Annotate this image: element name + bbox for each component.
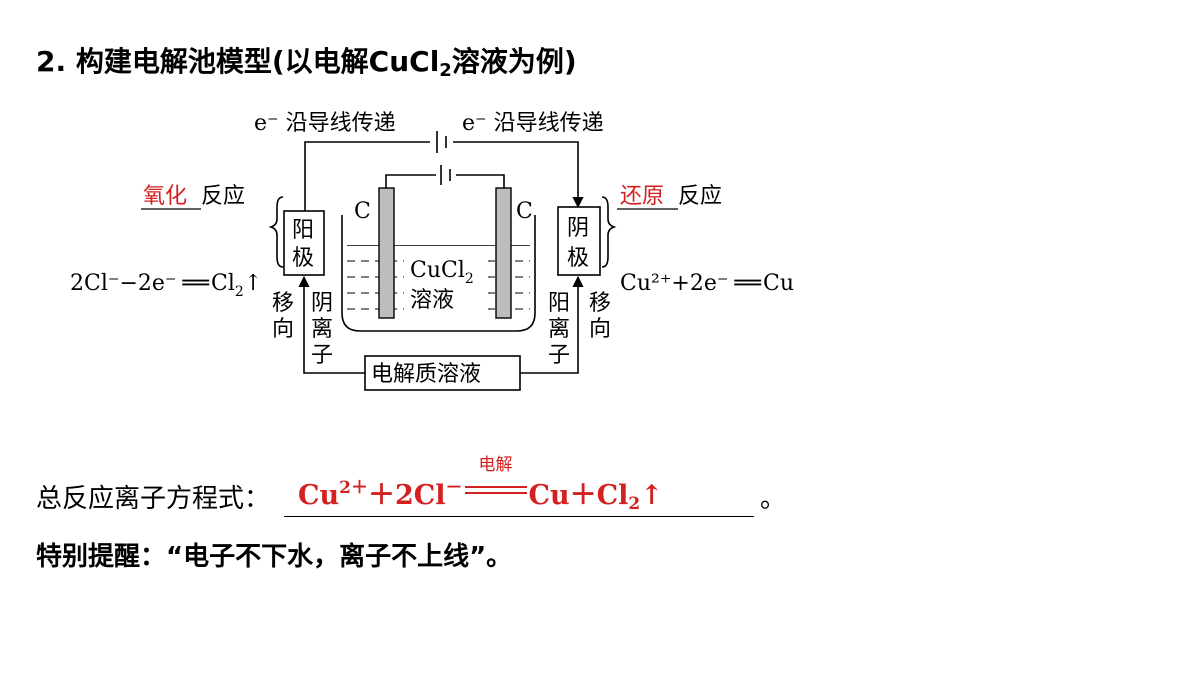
cation-flow-line [520,275,584,374]
title-subscript: 2 [439,60,452,81]
outer-wire-right [453,141,584,209]
cathode-box-char-1: 阴 [567,216,589,241]
migrate-left-char-1: 移 [272,291,294,316]
cation-label-char-3: 子 [548,343,570,368]
anode-box-char-2: 极 [292,246,314,271]
anion-flow-line [298,275,365,374]
anion-label-char-2: 离 [311,317,333,342]
cathode-reaction-type-suffix: 反应 [678,184,722,209]
cathode-reaction-type-answer: 还原 [620,184,664,209]
anion-label-char-3: 子 [311,343,333,368]
electrolysis-diagram: e⁻ 沿导线传递 e⁻ 沿导线传递 CuCl2 溶液 C C 阳 极 阴 极 氧… [70,111,794,391]
cathode-electrode-label: C [516,199,533,224]
page-title: 2. 构建电解池模型(以电解CuCl2溶液为例) [36,45,577,81]
anode-equation: 2Cl⁻−2e⁻══Cl2↑ [70,271,262,300]
migrate-right-char-2: 向 [589,317,611,342]
electron-flow-right-label: e⁻ 沿导线传递 [462,111,604,136]
cation-label-char-1: 阳 [548,291,570,316]
outer-wire-left [304,141,430,211]
beaker [341,215,536,332]
anode-box-char-1: 阳 [292,218,314,243]
reaction-condition-label: 电解 [478,455,513,475]
left-brace [268,196,284,268]
cathode-equation: Cu²⁺+2e⁻══Cu [620,271,794,296]
anion-label-char-1: 阴 [311,291,333,316]
electron-flow-left-label: e⁻ 沿导线传递 [254,111,396,136]
cathode-box [557,206,601,276]
cation-label-char-2: 离 [548,317,570,342]
solution-label-background [404,257,488,315]
anode-electrode [378,187,395,319]
solution-formula: CuCl2 [410,258,474,287]
anode-reaction-type-suffix: 反应 [201,184,245,209]
electrolyte-box-label: 电解质溶液 [371,362,481,387]
inner-wire [385,174,505,188]
migrate-left-char-2: 向 [272,317,294,342]
cathode-box-char-2: 极 [567,246,589,271]
solution-name: 溶液 [410,288,454,313]
right-brace [601,196,617,268]
cathode-electrode [495,187,512,319]
total-equation-label: 总反应离子方程式： [36,484,271,514]
migrate-right-char-1: 移 [589,291,611,316]
anode-reaction-type-answer: 氧化 [143,184,187,209]
reminder-text: 特别提醒：“电子不下水，离子不上线”。 [36,542,513,572]
reaction-condition: 电解 [463,455,529,500]
anode-box [283,210,325,276]
anode-electrode-label: C [354,199,371,224]
electrolyte-box [364,355,521,391]
total-equation-period: 。 [760,484,787,514]
